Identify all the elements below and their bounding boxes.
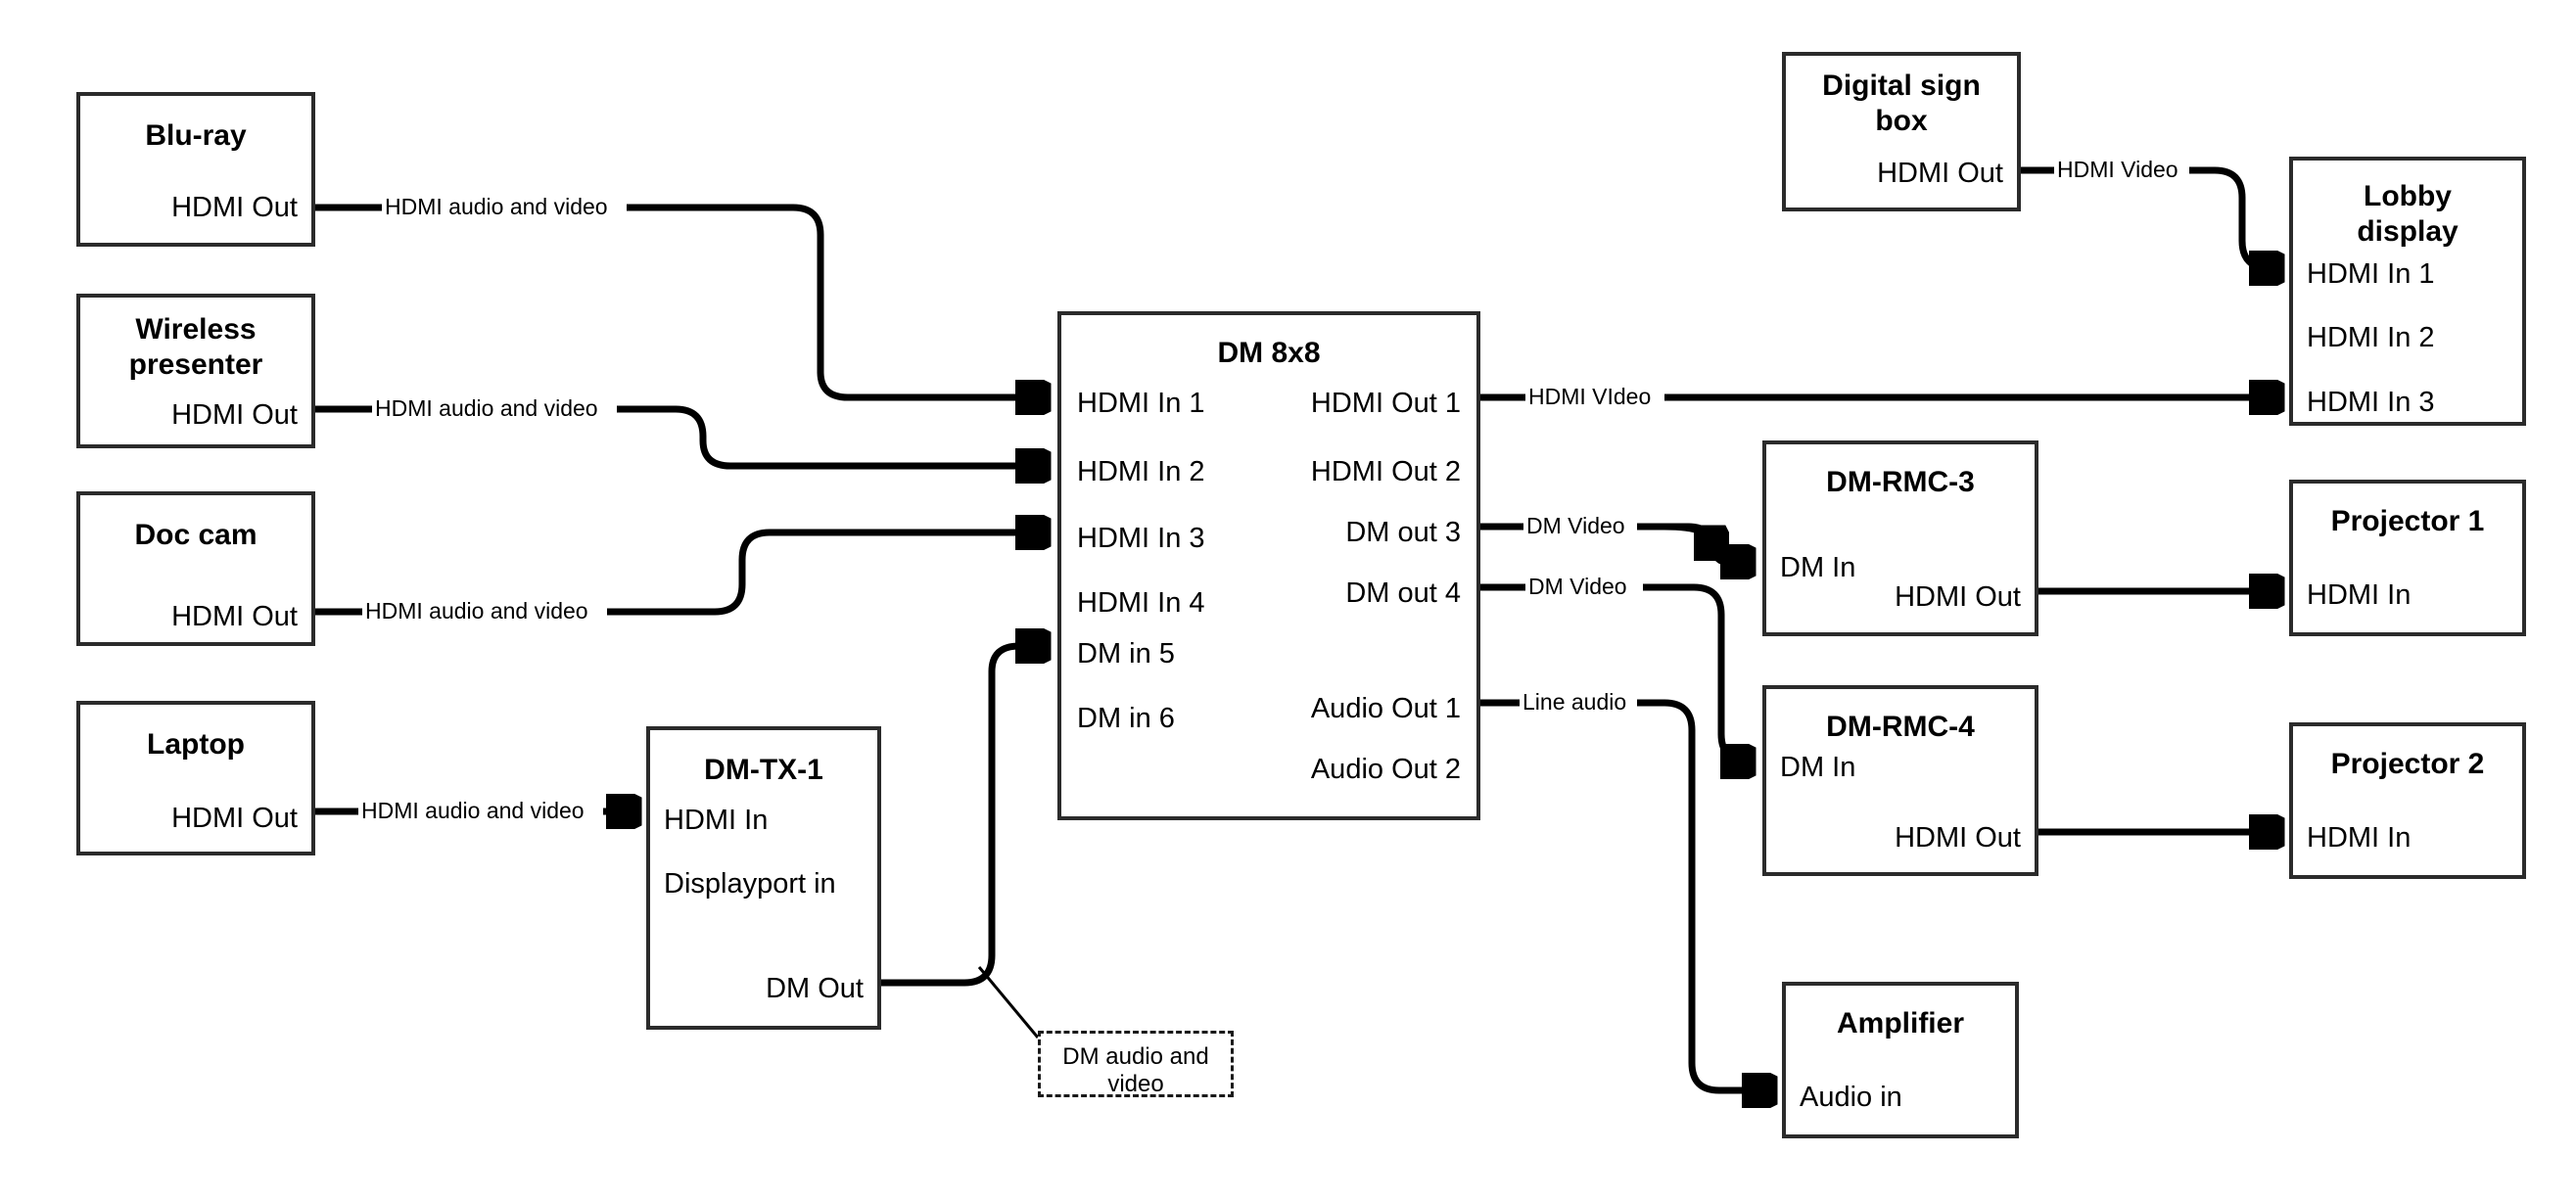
node-doc-cam-title: Doc cam (134, 519, 258, 551)
node-dm-8x8-output-3: DM out 3 (1345, 517, 1461, 548)
node-bluray-title: Blu-ray (145, 119, 247, 152)
edge-label-wireless-to-dm: HDMI audio and video (372, 397, 601, 420)
node-digital-sign-box-title-line2: box (1875, 105, 1928, 137)
node-wireless-presenter-title-line2: presenter (128, 348, 263, 381)
node-dm-8x8-output-1: HDMI Out 1 (1310, 388, 1461, 419)
node-dm-8x8-output-2: HDMI Out 2 (1310, 456, 1461, 487)
node-dm-rmc-3-title: DM-RMC-3 (1826, 466, 1975, 498)
node-dm-tx-1-port-hdmi-in: HDMI In (664, 805, 769, 836)
edge-label-doccam-to-dm: HDMI audio and video (362, 600, 591, 623)
edge-label-hdmiout1-to-lobby: HDMI VIdeo (1525, 386, 1655, 408)
note-dm-audio-and-video-line2: video (1107, 1071, 1164, 1097)
node-dm-8x8[interactable]: DM 8x8 HDMI In 1 HDMI In 2 HDMI In 3 HDM… (1057, 311, 1480, 820)
node-projector-1[interactable]: Projector 1 HDMI In (2289, 480, 2526, 636)
node-dm-8x8-output-5: Audio Out 1 (1310, 693, 1461, 724)
node-laptop[interactable]: Laptop HDMI Out (76, 701, 315, 855)
node-dm-8x8-input-6: DM in 6 (1077, 703, 1175, 734)
wire-dm-out3-arrow-seg (1663, 523, 1753, 562)
node-dm-tx-1[interactable]: DM-TX-1 HDMI In Displayport in DM Out (646, 726, 881, 1030)
note-dm-audio-and-video: DM audio and video (1038, 1031, 1234, 1097)
node-wireless-presenter[interactable]: Wireless presenter HDMI Out (76, 294, 315, 448)
node-wireless-presenter-title-line1: Wireless (135, 313, 257, 346)
node-bluray-port-hdmi-out: HDMI Out (171, 192, 298, 223)
node-digital-sign-box-title-line1: Digital sign (1822, 69, 1981, 102)
edge-label-dmout3-to-rmc3: DM Video (1523, 515, 1628, 537)
node-dm-8x8-input-3: HDMI In 3 (1077, 523, 1205, 554)
edge-label-bluray-to-dm: HDMI audio and video (382, 196, 611, 218)
node-digital-sign-box-port-hdmi-out: HDMI Out (1877, 158, 2003, 189)
node-dm-8x8-output-6: Audio Out 2 (1310, 754, 1461, 785)
wire-bluray-to-dm-in1 (315, 204, 1048, 397)
node-dm-rmc-3[interactable]: DM-RMC-3 DM In HDMI Out (1762, 440, 2038, 636)
node-dm-8x8-input-1: HDMI In 1 (1077, 388, 1205, 419)
edge-label-sign-to-lobby: HDMI Video (2054, 159, 2181, 181)
node-amplifier-title: Amplifier (1836, 1007, 1965, 1039)
node-dm-tx-1-port-dm-out: DM Out (766, 973, 864, 1004)
node-laptop-title: Laptop (147, 728, 245, 761)
node-dm-8x8-input-2: HDMI In 2 (1077, 456, 1205, 487)
node-lobby-display[interactable]: Lobby display HDMI In 1 HDMI In 2 HDMI I… (2289, 157, 2526, 426)
node-projector-2-port-hdmi-in: HDMI In (2307, 822, 2412, 854)
node-dm-tx-1-title: DM-TX-1 (704, 754, 823, 786)
edge-label-laptop-to-dmtx1: HDMI audio and video (358, 800, 587, 822)
node-dm-tx-1-port-displayport-in: Displayport in (664, 868, 836, 900)
wire-dm-audioout1-to-amplifier (1480, 699, 1774, 1090)
node-amplifier-port-audio-in: Audio in (1800, 1082, 1902, 1113)
node-projector-2[interactable]: Projector 2 HDMI In (2289, 722, 2526, 879)
wire-dm-out4-to-rmc4 (1480, 583, 1753, 762)
node-projector-1-title: Projector 1 (2330, 505, 2485, 537)
node-dm-8x8-title: DM 8x8 (1217, 337, 1321, 369)
node-dm-rmc-4-title: DM-RMC-4 (1826, 711, 1975, 743)
node-lobby-display-title-line1: Lobby (2364, 180, 2452, 212)
node-dm-rmc-4-port-hdmi-out: HDMI Out (1895, 822, 2021, 854)
node-dm-8x8-output-4: DM out 4 (1345, 577, 1461, 609)
node-doc-cam[interactable]: Doc cam HDMI Out (76, 491, 315, 646)
node-laptop-port-hdmi-out: HDMI Out (171, 803, 298, 834)
node-amplifier[interactable]: Amplifier Audio in (1782, 982, 2019, 1138)
node-projector-1-port-hdmi-in: HDMI In (2307, 579, 2412, 611)
node-dm-8x8-input-4: HDMI In 4 (1077, 587, 1205, 619)
edge-label-audioout1-to-amp: Line audio (1520, 691, 1630, 714)
node-dm-rmc-3-port-dm-in: DM In (1780, 552, 1856, 583)
node-dm-rmc-3-port-hdmi-out: HDMI Out (1895, 581, 2021, 613)
wire-dmtx1-to-dm-in5 (881, 646, 1048, 987)
node-lobby-display-port-hdmi-in-2: HDMI In 2 (2307, 322, 2435, 353)
node-lobby-display-port-hdmi-in-1: HDMI In 1 (2307, 258, 2435, 290)
node-wireless-presenter-port-hdmi-out: HDMI Out (171, 399, 298, 431)
node-dm-rmc-4[interactable]: DM-RMC-4 DM In HDMI Out (1762, 685, 2038, 876)
node-dm-rmc-4-port-dm-in: DM In (1780, 752, 1856, 783)
node-doc-cam-port-hdmi-out: HDMI Out (171, 601, 298, 632)
node-digital-sign-box[interactable]: Digital sign box HDMI Out (1782, 52, 2021, 211)
node-lobby-display-title-line2: display (2357, 215, 2459, 248)
note-dm-audio-and-video-line1: DM audio and (1062, 1043, 1209, 1070)
wire-doccam-to-dm-in3 (315, 532, 1048, 616)
node-projector-2-title: Projector 2 (2330, 748, 2485, 780)
node-lobby-display-port-hdmi-in-3: HDMI In 3 (2307, 387, 2435, 418)
edge-label-dmout4-to-rmc4: DM Video (1525, 576, 1630, 598)
node-bluray[interactable]: Blu-ray HDMI Out (76, 92, 315, 247)
leader-line-dm-note (977, 966, 1040, 1039)
node-dm-8x8-input-5: DM in 5 (1077, 638, 1175, 670)
wire-wireless-to-dm-in2 (315, 405, 1048, 466)
wire-sign-to-lobby-in1 (2021, 166, 2281, 268)
